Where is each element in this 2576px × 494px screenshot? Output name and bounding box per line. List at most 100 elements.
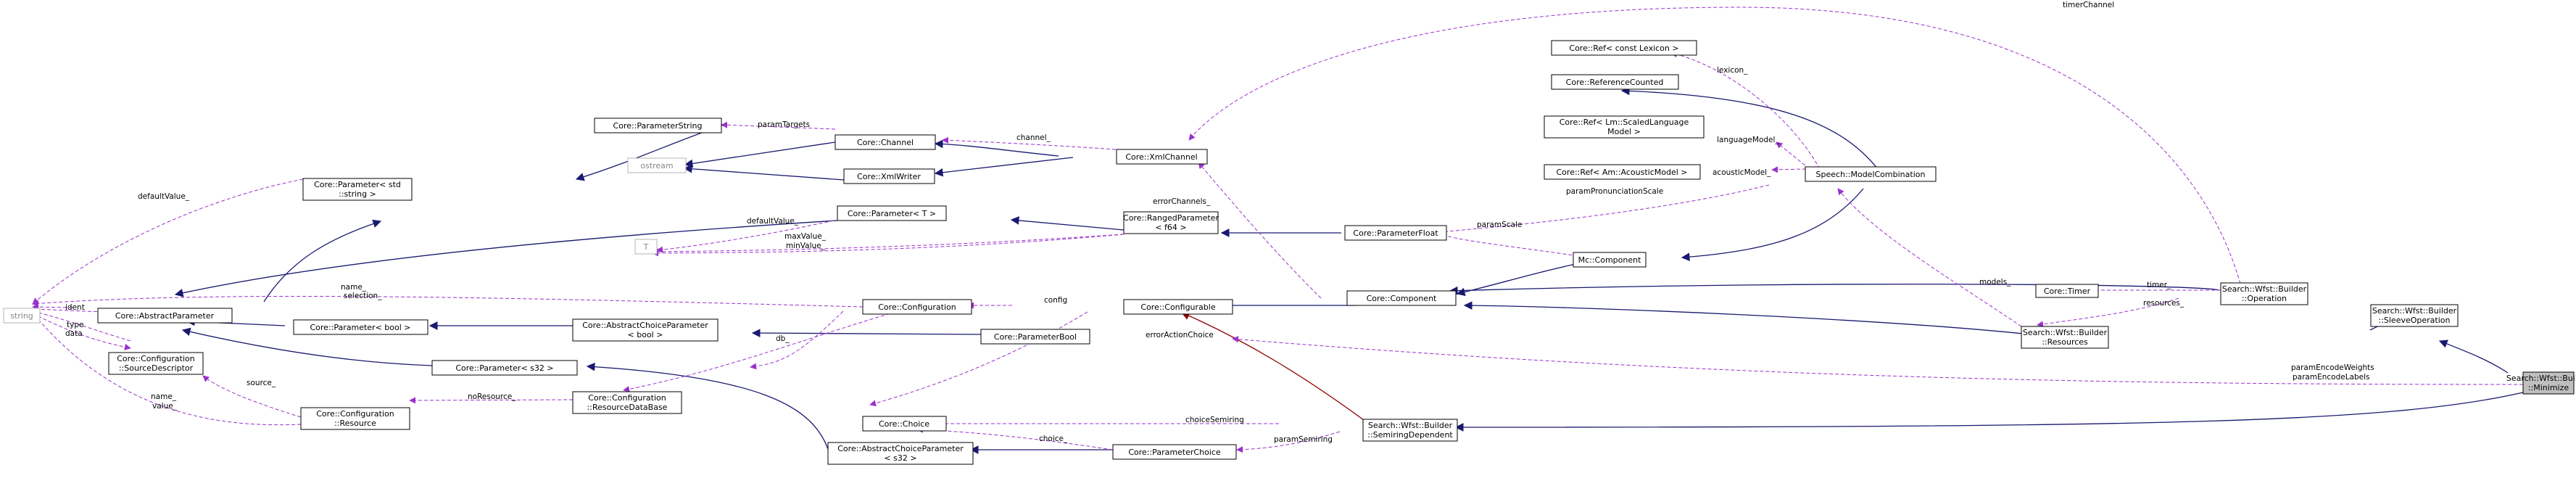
- svg-text:Core::Component: Core::Component: [1367, 294, 1437, 303]
- node-ostream[interactable]: ostream: [627, 157, 687, 173]
- edge-timerchannel: [1188, 7, 2241, 284]
- edge-pronscale: [1438, 184, 1770, 235]
- edge-label-param-encode-weights: paramEncodeWeights: [2291, 363, 2374, 372]
- node-xml-channel[interactable]: Core::XmlChannel: [1116, 149, 1208, 165]
- edge-label-choice-semiring: choiceSemiring: [1185, 416, 1244, 424]
- svg-text:Core::RangedParameter: Core::RangedParameter: [1123, 213, 1219, 223]
- edge-languagemodel: [1776, 141, 1810, 170]
- node-model-combination[interactable]: Speech::ModelCombination: [1805, 166, 1937, 182]
- node-minimize[interactable]: Search::Wfst::Builder ::Minimize: [2506, 371, 2576, 395]
- node-xml-writer[interactable]: Core::XmlWriter: [843, 168, 935, 184]
- svg-text:< s32 >: < s32 >: [884, 453, 916, 463]
- edge-choice: [916, 426, 1114, 450]
- edge-label-lexicon: lexicon_: [1717, 66, 1748, 75]
- edge-label-ident: ident: [65, 303, 85, 312]
- edge-parambool-to-abstractchoicebool: [751, 329, 982, 338]
- node-configurable[interactable]: Core::Configurable: [1123, 299, 1233, 315]
- svg-text:Core::Parameter< s32 >: Core::Parameter< s32 >: [455, 363, 553, 373]
- node-resources[interactable]: Search::Wfst::Builder ::Resources: [2021, 326, 2109, 349]
- node-parameter-bool[interactable]: Core::Parameter< bool >: [293, 319, 428, 335]
- node-parameter-s32[interactable]: Core::Parameter< s32 >: [431, 360, 578, 376]
- edge-abstract-to-parameter-s32: [181, 327, 433, 366]
- svg-text:Core::XmlChannel: Core::XmlChannel: [1125, 152, 1197, 162]
- edge-label-param-targets: paramTargets: [758, 120, 810, 129]
- svg-text:Core::Channel: Core::Channel: [857, 138, 914, 147]
- svg-text:Speech::ModelCombination: Speech::ModelCombination: [1816, 170, 1926, 179]
- node-abstract-choice-bool[interactable]: Core::AbstractChoiceParameter < bool >: [572, 318, 718, 342]
- edge-name-selection: [32, 295, 864, 308]
- edge-channel: [942, 136, 1117, 150]
- node-ranged-parameter[interactable]: Core::RangedParameter < f64 >: [1123, 211, 1219, 234]
- svg-text:Core::Configuration: Core::Configuration: [316, 409, 394, 419]
- svg-text:Core::ParameterFloat: Core::ParameterFloat: [1353, 229, 1438, 238]
- node-semiring-dependent[interactable]: Search::Wfst::Builder ::SemiringDependen…: [1362, 419, 1458, 442]
- edge-source: [202, 375, 302, 418]
- node-abstract-choice-s32[interactable]: Core::AbstractChoiceParameter < s32 >: [827, 442, 974, 465]
- edge-label-resources: resources_: [2143, 299, 2184, 308]
- svg-text:::Operation: ::Operation: [2242, 294, 2287, 303]
- node-ref-scaled-lm[interactable]: Core::Ref< Lm::ScaledLanguage Model >: [1544, 115, 1705, 139]
- node-ref-acoustic-model[interactable]: Core::Ref< Am::AcousticModel >: [1544, 164, 1701, 180]
- edge-minvalue: [652, 234, 1125, 257]
- svg-text:Core::ParameterChoice: Core::ParameterChoice: [1128, 448, 1221, 457]
- svg-text:Core::Configuration: Core::Configuration: [588, 393, 666, 403]
- node-abstract-parameter[interactable]: Core::AbstractParameter: [97, 308, 233, 324]
- edge-label-timer-channel: timerChannel: [2063, 1, 2114, 9]
- edge-lexicon: [1670, 51, 1821, 170]
- node-parameter-std-string[interactable]: Core::Parameter< std ::string >: [302, 178, 413, 201]
- node-configuration-resource[interactable]: Core::Configuration ::Resource: [300, 407, 410, 430]
- svg-text:::SemiringDependent: ::SemiringDependent: [1367, 430, 1453, 440]
- node-string[interactable]: string: [3, 308, 41, 324]
- edge-label-error-channels: errorChannels_: [1153, 197, 1211, 206]
- edge-label-source: source_: [247, 379, 276, 387]
- node-timer[interactable]: Core::Timer: [2035, 284, 2099, 298]
- edge-label-name: name_: [341, 283, 367, 292]
- svg-text:Core::Choice: Core::Choice: [879, 419, 929, 429]
- edge-defaultvalue-string: [32, 178, 304, 305]
- node-reference-counted[interactable]: Core::ReferenceCounted: [1551, 74, 1679, 90]
- edge-label-db: db_: [776, 334, 790, 343]
- edge-abstract-to-parameter-t: [174, 220, 838, 297]
- edge-encode: [1232, 336, 2524, 385]
- edge-erroractionchoice: [869, 311, 1088, 407]
- node-resource-database[interactable]: Core::Configuration ::ResourceDataBase: [572, 391, 682, 414]
- svg-text:Search::Wfst::Builder: Search::Wfst::Builder: [2506, 374, 2576, 383]
- svg-text:Core::ParameterString: Core::ParameterString: [613, 121, 703, 131]
- edge-label-selection: selection_: [344, 292, 382, 300]
- edge-ostream-to-channel: [684, 141, 836, 168]
- node-component[interactable]: Core::Component: [1346, 290, 1457, 306]
- node-sleeve-operation[interactable]: Search::Wfst::Builder ::SleeveOperation: [2370, 304, 2459, 327]
- edge-label-param-pron-scale: paramPronunciationScale: [1566, 187, 1663, 196]
- edge-mc-to-modelcomb: [1681, 188, 1864, 262]
- svg-text:::string >: ::string >: [339, 189, 376, 199]
- node-parameter-choice[interactable]: Core::ParameterChoice: [1112, 444, 1237, 460]
- svg-text:Core::Configuration: Core::Configuration: [878, 302, 956, 312]
- svg-text:Core::Timer: Core::Timer: [2044, 287, 2091, 296]
- edge-label-timer: timer_: [2147, 281, 2171, 289]
- edge-string-to-sourcedesc: [32, 313, 131, 350]
- node-ref-lexicon[interactable]: Core::Ref< const Lexicon >: [1551, 40, 1697, 56]
- node-mc-component[interactable]: Mc::Component: [1573, 252, 1647, 268]
- node-channel[interactable]: Core::Channel: [834, 134, 936, 150]
- edge-label-channel: channel_: [1016, 133, 1051, 142]
- edge-label-param-encode-labels: paramEncodeLabels: [2293, 373, 2370, 382]
- edge-label-acoustic-model: acousticModel_: [1712, 168, 1771, 177]
- svg-text:::SourceDescriptor: ::SourceDescriptor: [119, 363, 194, 373]
- svg-text:::Resources: ::Resources: [2042, 337, 2088, 347]
- node-source-descriptor[interactable]: Core::Configuration ::SourceDescriptor: [108, 352, 204, 375]
- edge-label-default-value: defaultValue_: [138, 192, 190, 201]
- node-parameter-float[interactable]: Core::ParameterFloat: [1344, 225, 1447, 241]
- node-t[interactable]: T: [634, 239, 658, 255]
- node-operation[interactable]: Search::Wfst::Builder ::Operation: [2220, 282, 2308, 305]
- edge-label-param-scale: paramScale: [1477, 221, 1522, 229]
- node-parameter-t[interactable]: Core::Parameter< T >: [837, 205, 947, 221]
- node-parameter-bool-core[interactable]: Core::ParameterBool: [980, 329, 1090, 345]
- svg-text:Search::Wfst::Builder: Search::Wfst::Builder: [1368, 421, 1453, 430]
- edge-paramsemiring: [1236, 431, 1341, 453]
- svg-text:T: T: [643, 242, 649, 252]
- node-configuration[interactable]: Core::Configuration: [862, 299, 972, 315]
- svg-text:Core::ReferenceCounted: Core::ReferenceCounted: [1566, 78, 1664, 87]
- svg-text:ostream: ostream: [640, 161, 673, 170]
- node-parameter-string[interactable]: Core::ParameterString: [594, 118, 722, 133]
- node-choice[interactable]: Core::Choice: [862, 416, 947, 432]
